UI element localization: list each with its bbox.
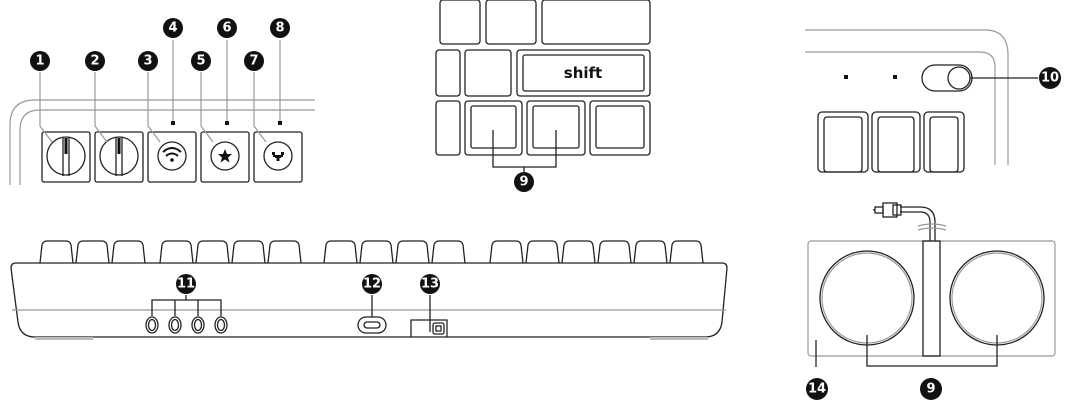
callout-10: 10	[1039, 67, 1061, 89]
toggle-switch[interactable]	[921, 64, 973, 92]
callout-6: 6	[217, 18, 237, 38]
callout-1: 1	[30, 51, 50, 71]
shift-key-area: shift 9	[435, 0, 651, 192]
svg-text:11: 11	[177, 277, 195, 292]
svg-text:1: 1	[35, 54, 44, 69]
keycap	[489, 240, 524, 264]
keycap	[669, 240, 704, 264]
svg-text:12: 12	[363, 277, 381, 292]
callout-13: 13	[420, 274, 440, 294]
lock-slot[interactable]	[410, 319, 448, 337]
svg-text:shift: shift	[564, 64, 602, 82]
audio-jack-2[interactable]	[168, 316, 182, 334]
keycap	[561, 240, 596, 264]
pedal-right[interactable]	[949, 250, 1045, 346]
star-button[interactable]	[200, 131, 250, 183]
keycap	[159, 240, 194, 264]
svg-text:7: 7	[249, 54, 258, 69]
keycap	[39, 240, 74, 264]
audio-jack-1[interactable]	[145, 316, 159, 334]
keycap	[597, 240, 632, 264]
heart-button[interactable]	[253, 131, 303, 183]
callout-11: 11	[176, 274, 196, 294]
svg-text:4: 4	[168, 21, 177, 36]
callout-2: 2	[85, 51, 105, 71]
pixel-heart-icon	[272, 152, 284, 161]
svg-text:6: 6	[222, 21, 231, 36]
keycap	[633, 240, 668, 264]
svg-text:3: 3	[143, 54, 152, 69]
keycap	[111, 240, 146, 264]
keycap	[75, 240, 110, 264]
pedal-left[interactable]	[819, 250, 915, 346]
shift-key[interactable]: shift	[516, 49, 651, 97]
keyboard-rear-view: 11 12 13	[10, 240, 728, 340]
audio-jack-3[interactable]	[191, 316, 205, 334]
callout-14: 14	[806, 378, 828, 400]
keycap	[431, 240, 466, 264]
top-panel-controls: 1 2 3 4 5 6 7 8	[9, 18, 315, 185]
svg-text:9: 9	[519, 175, 528, 190]
keycap	[395, 240, 430, 264]
keycap	[267, 240, 302, 264]
keycap	[525, 240, 560, 264]
callout-5: 5	[191, 51, 211, 71]
keycap	[195, 240, 230, 264]
callout-9: 9	[514, 172, 534, 192]
callout-12: 12	[362, 274, 382, 294]
toggle-area: 10	[805, 29, 1061, 173]
svg-text:8: 8	[275, 21, 284, 36]
wifi-button[interactable]	[147, 131, 197, 183]
callout-3: 3	[138, 51, 158, 71]
wifi-icon	[162, 147, 182, 162]
svg-text:9: 9	[926, 382, 935, 397]
keycap	[323, 240, 358, 264]
keycap	[359, 240, 394, 264]
callout-4: 4	[163, 18, 183, 38]
svg-text:5: 5	[196, 54, 205, 69]
callout-8: 8	[270, 18, 290, 38]
svg-text:10: 10	[1041, 71, 1059, 86]
pedal-unit: 14 9	[806, 202, 1056, 400]
knob-2[interactable]	[94, 131, 144, 183]
audio-jack-4[interactable]	[214, 316, 228, 334]
callout-9-pedals: 9	[920, 378, 942, 400]
svg-text:13: 13	[421, 277, 439, 292]
star-icon	[218, 149, 232, 163]
usb-c-port[interactable]	[357, 316, 387, 334]
knob-1[interactable]	[41, 131, 91, 183]
callout-7: 7	[244, 51, 264, 71]
svg-text:2: 2	[90, 54, 99, 69]
keycap	[231, 240, 266, 264]
svg-text:14: 14	[808, 382, 826, 397]
